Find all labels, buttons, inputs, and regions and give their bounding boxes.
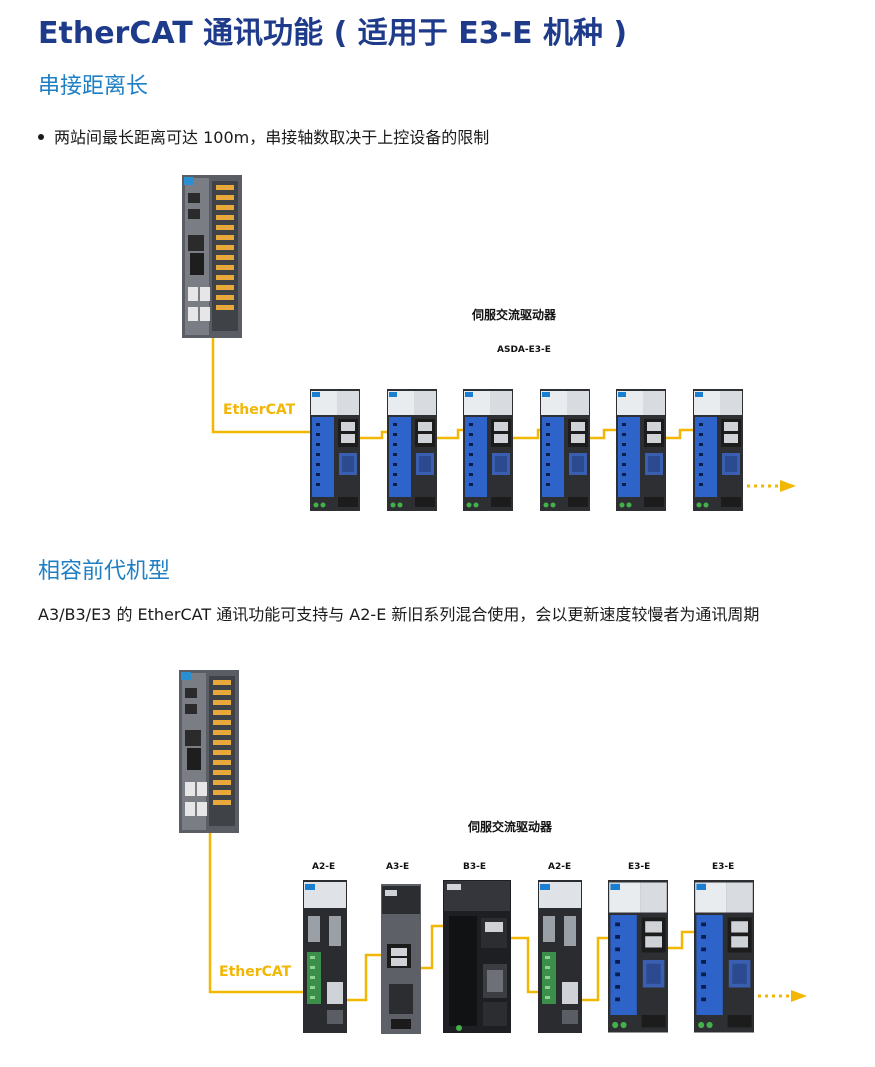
diagram2-model-label: A2-E [312, 862, 336, 872]
servo-drive-icon [387, 389, 437, 511]
diagram1-ethercat-label: EtherCAT [223, 402, 296, 418]
servo-drive-e3e-icon [608, 880, 668, 1033]
bullet-distance: 两站间最长距离可达 100m，串接轴数取决于上控设备的限制 [38, 124, 489, 148]
diagram2-model-label: B3-E [463, 862, 487, 872]
continue-arrow-icon [758, 990, 807, 1002]
diagram2-model-label: A3-E [386, 862, 410, 872]
diagram2-drive-label: 伺服交流驱动器 [468, 820, 553, 834]
diagram1-model-label: ASDA-E3-E [497, 345, 551, 355]
section-heading-distance: 串接距离长 [38, 74, 149, 99]
servo-drive-a3e-icon [381, 884, 421, 1034]
servo-drive-icon [693, 389, 743, 511]
servo-drive-b3e-icon [443, 880, 511, 1033]
page-title: EtherCAT 通讯功能 ( 适用于 E3-E 机种 ) [38, 16, 628, 51]
servo-drive-icon [616, 389, 666, 511]
controller-icon [179, 670, 239, 833]
servo-drive-icon [463, 389, 513, 511]
section-heading-compat: 相容前代机型 [38, 559, 171, 584]
servo-drive-icon [310, 389, 360, 511]
diagram2-ethercat-label: EtherCAT [219, 964, 292, 980]
compat-paragraph: A3/B3/E3 的 EtherCAT 通讯功能可支持与 A2-E 新旧系列混合… [38, 605, 760, 624]
servo-drive-icon [540, 389, 590, 511]
diagram2-model-label: E3-E [628, 862, 651, 872]
bullet-text: 两站间最长距离可达 100m，串接轴数取决于上控设备的限制 [54, 128, 490, 147]
servo-drive-a2e-icon [303, 880, 347, 1033]
controller-icon [182, 175, 242, 338]
diagram2-model-label: A2-E [548, 862, 572, 872]
continue-arrow-icon [747, 480, 796, 492]
servo-drive-e3e-icon [694, 880, 754, 1033]
bullet-dot-icon [38, 133, 44, 140]
diagram2-model-label: E3-E [712, 862, 735, 872]
servo-drive-a2e-icon [538, 880, 582, 1033]
diagram1-drive-label: 伺服交流驱动器 [472, 308, 557, 322]
